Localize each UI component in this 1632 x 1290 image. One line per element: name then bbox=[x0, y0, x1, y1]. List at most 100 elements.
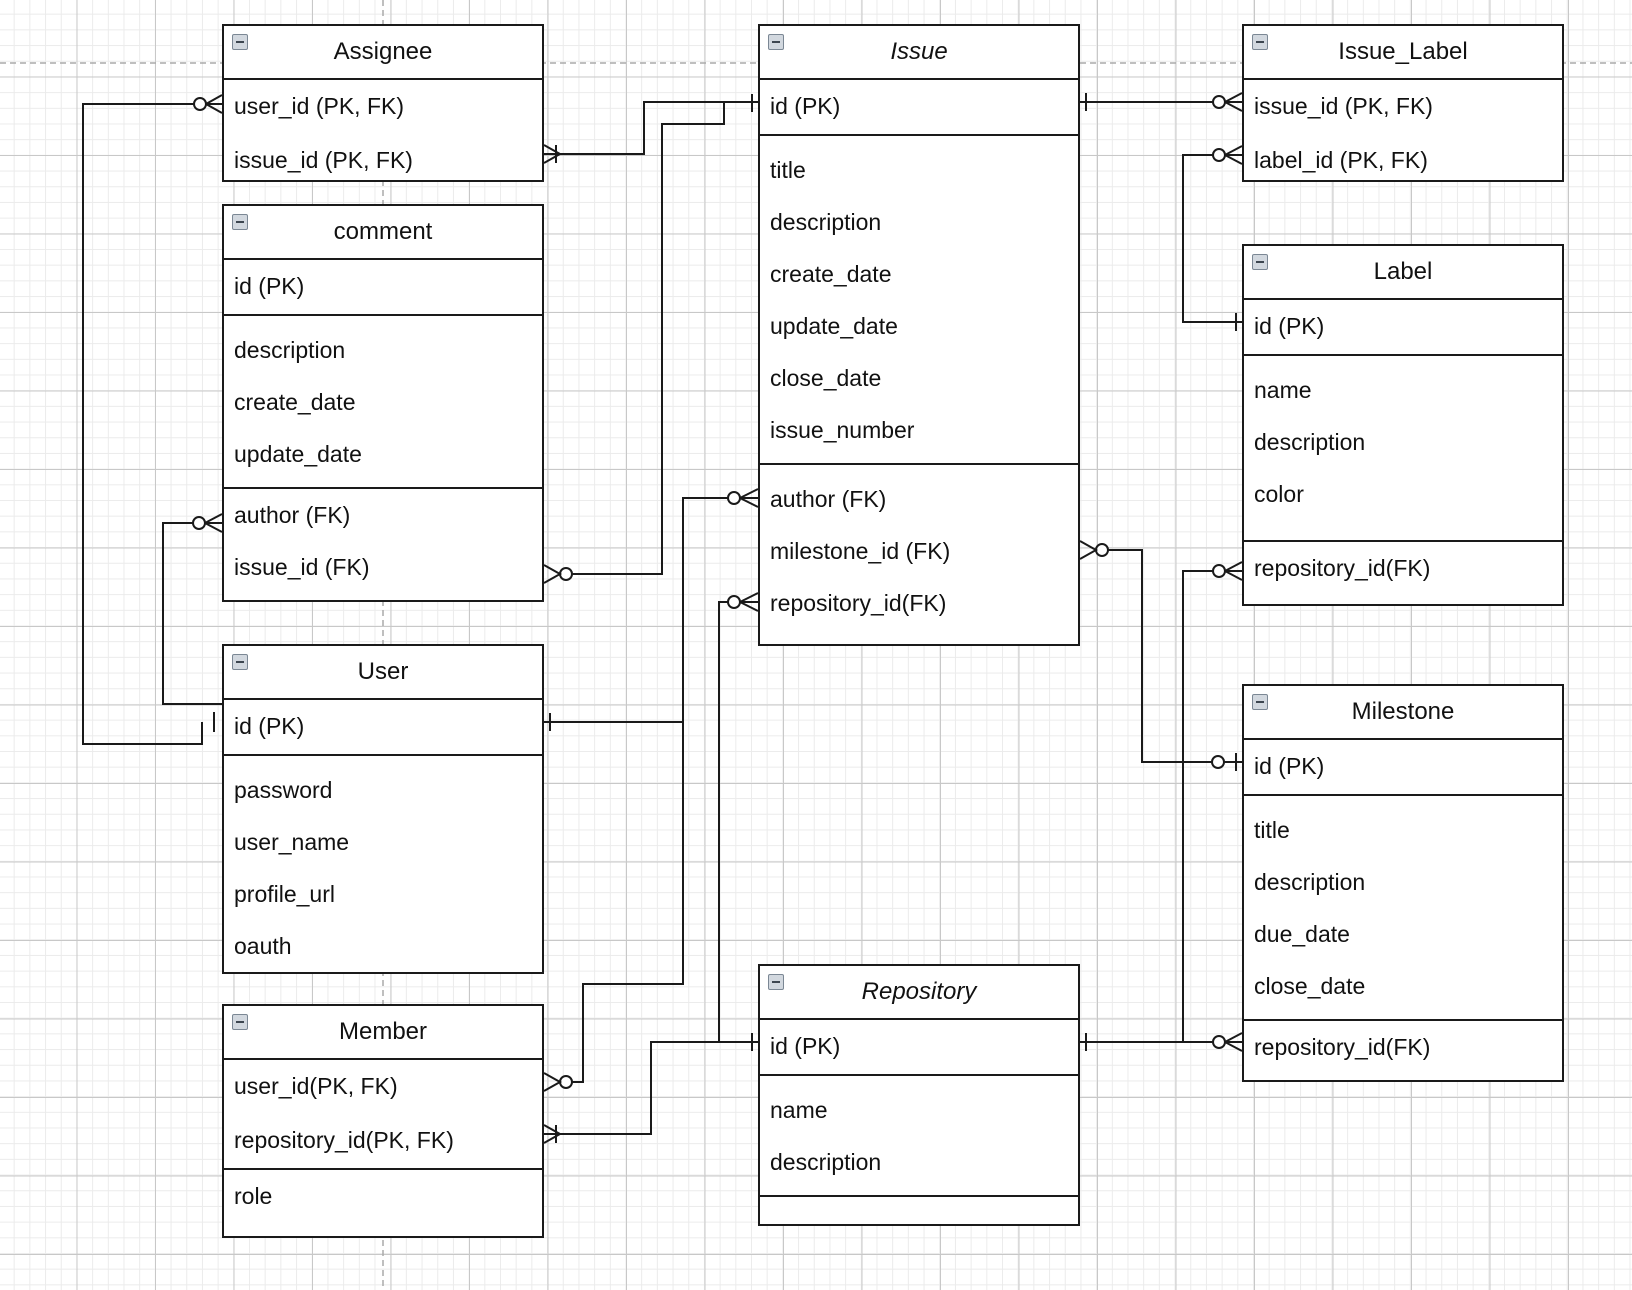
entity-header[interactable]: Issue bbox=[760, 26, 1078, 80]
entity-title: Milestone bbox=[1351, 698, 1455, 725]
entity-title: Repository bbox=[861, 978, 977, 1005]
attribute-row[interactable]: repository_id(FK) bbox=[1254, 1034, 1431, 1060]
entity-title: comment bbox=[333, 218, 433, 245]
attribute-section: password user_name profile_url oauth bbox=[224, 754, 542, 979]
entity-header[interactable]: Repository bbox=[760, 966, 1078, 1020]
entity-header[interactable]: comment bbox=[224, 206, 542, 260]
attribute-row[interactable]: author (FK) bbox=[770, 486, 887, 512]
collapse-icon[interactable] bbox=[232, 214, 248, 230]
attribute-row[interactable]: label_id (PK, FK) bbox=[1254, 147, 1428, 173]
attribute-row[interactable]: title bbox=[770, 157, 806, 183]
attribute-row[interactable]: oauth bbox=[234, 933, 292, 959]
entity-issue-label[interactable]: Issue_Label issue_id (PK, FK) label_id (… bbox=[1242, 24, 1564, 182]
entity-title: Issue bbox=[890, 38, 948, 65]
attribute-row[interactable]: name bbox=[1254, 377, 1312, 403]
attribute-row[interactable]: id (PK) bbox=[234, 273, 305, 299]
attribute-row[interactable]: id (PK) bbox=[234, 713, 305, 739]
attribute-row[interactable]: user_name bbox=[234, 829, 350, 855]
entity-title: Label bbox=[1373, 258, 1433, 285]
attribute-row[interactable]: repository_id(FK) bbox=[770, 590, 947, 616]
collapse-icon[interactable] bbox=[768, 34, 784, 50]
attribute-row[interactable]: role bbox=[234, 1183, 273, 1209]
attribute-row[interactable]: description bbox=[1254, 429, 1366, 455]
attribute-row[interactable]: password bbox=[234, 777, 333, 803]
entity-header[interactable]: Issue_Label bbox=[1244, 26, 1562, 80]
collapse-icon[interactable] bbox=[232, 1014, 248, 1030]
attribute-section: title description due_date close_date bbox=[1244, 794, 1562, 1019]
empty-row bbox=[770, 1197, 1068, 1221]
collapse-icon[interactable] bbox=[232, 654, 248, 670]
attribute-row[interactable]: id (PK) bbox=[1254, 753, 1325, 779]
entity-header[interactable]: Assignee bbox=[224, 26, 542, 80]
attribute-row[interactable]: repository_id(FK) bbox=[1254, 555, 1431, 581]
attribute-section: name description color bbox=[1244, 354, 1562, 540]
key-section: id (PK) bbox=[224, 700, 542, 754]
collapse-icon[interactable] bbox=[1252, 34, 1268, 50]
attribute-row[interactable]: title bbox=[1254, 817, 1290, 843]
key-section: id (PK) bbox=[224, 260, 542, 314]
key-section: id (PK) bbox=[760, 1020, 1078, 1074]
attribute-row[interactable]: color bbox=[1254, 481, 1304, 507]
key-section: user_id(PK, FK) repository_id(PK, FK) bbox=[224, 1060, 542, 1168]
foreign-key-section: repository_id(FK) bbox=[1244, 1019, 1562, 1073]
entity-header[interactable]: User bbox=[224, 646, 542, 700]
entity-title: Member bbox=[338, 1018, 428, 1045]
collapse-icon[interactable] bbox=[232, 34, 248, 50]
attribute-row[interactable]: issue_id (PK, FK) bbox=[234, 147, 413, 173]
attribute-row[interactable]: milestone_id (FK) bbox=[770, 538, 951, 564]
attribute-row[interactable]: description bbox=[1254, 869, 1366, 895]
entity-title: Issue_Label bbox=[1338, 38, 1468, 65]
key-section: issue_id (PK, FK) label_id (PK, FK) bbox=[1244, 80, 1562, 188]
entity-header[interactable]: Member bbox=[224, 1006, 542, 1060]
key-section: id (PK) bbox=[1244, 740, 1562, 794]
empty-section bbox=[760, 1195, 1078, 1221]
attribute-row[interactable]: id (PK) bbox=[770, 1033, 841, 1059]
attribute-row[interactable]: name bbox=[770, 1097, 828, 1123]
entity-comment[interactable]: comment id (PK) description create_date … bbox=[222, 204, 544, 602]
attribute-row[interactable]: description bbox=[234, 337, 346, 363]
entity-issue[interactable]: Issue id (PK) title description create_d… bbox=[758, 24, 1080, 646]
attribute-section: name description bbox=[760, 1074, 1078, 1195]
foreign-key-section: author (FK) milestone_id (FK) repository… bbox=[760, 463, 1078, 636]
entity-user[interactable]: User id (PK) password user_name profile_… bbox=[222, 644, 544, 974]
attribute-row[interactable]: issue_id (PK, FK) bbox=[1254, 93, 1433, 119]
attribute-row[interactable]: description bbox=[770, 209, 882, 235]
attribute-row[interactable]: user_id(PK, FK) bbox=[234, 1073, 398, 1099]
attribute-row[interactable]: update_date bbox=[234, 441, 362, 467]
attribute-row[interactable]: create_date bbox=[234, 389, 356, 415]
key-section: id (PK) bbox=[760, 80, 1078, 134]
entity-milestone[interactable]: Milestone id (PK) title description due_… bbox=[1242, 684, 1564, 1082]
entity-label[interactable]: Label id (PK) name description color rep… bbox=[1242, 244, 1564, 606]
entity-title: User bbox=[357, 658, 409, 685]
entity-header[interactable]: Milestone bbox=[1244, 686, 1562, 740]
attribute-row[interactable]: issue_id (FK) bbox=[234, 554, 370, 580]
attribute-row[interactable]: close_date bbox=[1254, 973, 1366, 999]
key-section: user_id (PK, FK) issue_id (PK, FK) bbox=[224, 80, 542, 188]
attribute-row[interactable]: description bbox=[770, 1149, 882, 1175]
attribute-section: description create_date update_date bbox=[224, 314, 542, 487]
collapse-icon[interactable] bbox=[1252, 254, 1268, 270]
attribute-row[interactable]: author (FK) bbox=[234, 502, 351, 528]
attribute-row[interactable]: create_date bbox=[770, 261, 892, 287]
attribute-row[interactable]: id (PK) bbox=[770, 93, 841, 119]
collapse-icon[interactable] bbox=[1252, 694, 1268, 710]
foreign-key-section: author (FK) issue_id (FK) bbox=[224, 487, 542, 593]
entity-title: Assignee bbox=[333, 38, 433, 65]
collapse-icon[interactable] bbox=[768, 974, 784, 990]
key-section: id (PK) bbox=[1244, 300, 1562, 354]
entity-header[interactable]: Label bbox=[1244, 246, 1562, 300]
entity-assignee[interactable]: Assignee user_id (PK, FK) issue_id (PK, … bbox=[222, 24, 544, 182]
entity-member[interactable]: Member user_id(PK, FK) repository_id(PK,… bbox=[222, 1004, 544, 1238]
attribute-section: role bbox=[224, 1168, 542, 1222]
attribute-row[interactable]: update_date bbox=[770, 313, 898, 339]
foreign-key-section: repository_id(FK) bbox=[1244, 540, 1562, 594]
attribute-row[interactable]: issue_number bbox=[770, 417, 915, 443]
attribute-row[interactable]: repository_id(PK, FK) bbox=[234, 1127, 454, 1153]
entity-repository[interactable]: Repository id (PK) name description bbox=[758, 964, 1080, 1226]
attribute-section: title description create_date update_dat… bbox=[760, 134, 1078, 463]
attribute-row[interactable]: close_date bbox=[770, 365, 882, 391]
attribute-row[interactable]: user_id (PK, FK) bbox=[234, 93, 404, 119]
attribute-row[interactable]: profile_url bbox=[234, 881, 335, 907]
attribute-row[interactable]: due_date bbox=[1254, 921, 1350, 947]
attribute-row[interactable]: id (PK) bbox=[1254, 313, 1325, 339]
